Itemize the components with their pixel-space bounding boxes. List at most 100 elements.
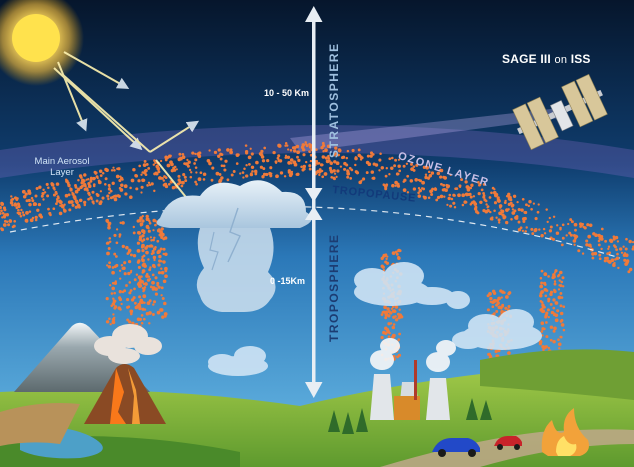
aerosol-particle [213, 150, 218, 155]
aerosol-particle [321, 141, 325, 145]
aerosol-particle [156, 250, 160, 255]
aerosol-particle [142, 317, 146, 321]
aerosol-particle [418, 179, 423, 183]
aerosol-particle [556, 274, 560, 278]
aerosol-particle [412, 187, 417, 191]
aerosol-particle [136, 241, 141, 245]
aerosol-particle [87, 197, 90, 201]
aerosol-particle [515, 216, 519, 220]
aerosol-particle [501, 213, 505, 217]
aerosol-particle [55, 182, 60, 186]
aerosol-particle [149, 266, 152, 269]
aerosol-particle [17, 208, 20, 212]
aerosol-particle [248, 163, 251, 166]
aerosol-particle [83, 203, 87, 207]
aerosol-particle [345, 163, 349, 167]
aerosol-particle [223, 168, 227, 172]
aerosol-particle [142, 294, 147, 299]
aerosol-particle [389, 322, 393, 325]
aerosol-particle [129, 186, 132, 190]
aerosol-particle [137, 179, 141, 183]
aerosol-particle [540, 269, 544, 273]
aerosol-particle [497, 301, 500, 305]
aerosol-particle [523, 211, 526, 214]
aerosol-particle [186, 164, 190, 168]
aerosol-particle [561, 285, 565, 288]
aerosol-particle [296, 155, 299, 159]
aerosol-particle [262, 167, 266, 171]
aerosol-particle [385, 257, 388, 261]
aerosol-particle [428, 175, 431, 179]
aerosol-particle [424, 173, 428, 177]
aerosol-particle [394, 315, 397, 318]
aerosol-particle [5, 220, 9, 224]
aerosol-particle [156, 239, 160, 243]
aerosol-particle [229, 150, 233, 155]
cloud-right-lower [452, 309, 542, 350]
aerosol-particle [360, 156, 364, 160]
aerosol-particle [522, 220, 526, 223]
aerosol-particle [194, 180, 197, 184]
aerosol-particle [135, 273, 139, 276]
aerosol-particle [625, 237, 628, 241]
aerosol-particle [488, 352, 491, 356]
aerosol-particle [87, 184, 92, 189]
aerosol-particle [156, 281, 160, 285]
aerosol-particle [199, 171, 203, 175]
aerosol-particle [490, 191, 493, 195]
aerosol-particle [132, 225, 136, 229]
aerosol-particle [543, 283, 547, 286]
aerosol-particle [27, 198, 31, 203]
aerosol-particle [327, 156, 331, 160]
aerosol-particle [391, 156, 394, 160]
aerosol-particle [277, 154, 281, 158]
aerosol-particle [42, 188, 45, 192]
aerosol-particle [558, 279, 561, 282]
aerosol-particle [547, 275, 550, 278]
aerosol-particle [521, 217, 526, 221]
aerosol-particle [286, 155, 291, 160]
aerosol-particle [95, 199, 99, 203]
aerosol-particle [113, 305, 118, 309]
aerosol-particle [140, 173, 143, 176]
aerosol-particle [206, 158, 211, 163]
aerosol-particle [382, 183, 386, 186]
aerosol-particle [493, 209, 496, 212]
aerosol-particle [148, 299, 152, 303]
aerosol-particle [28, 202, 32, 207]
aerosol-particle [110, 292, 114, 295]
aerosol-particle [38, 213, 43, 218]
aerosol-particle [284, 154, 288, 157]
aerosol-particle [158, 254, 162, 259]
aerosol-particle [530, 227, 534, 231]
aerosol-particle [0, 209, 3, 213]
aerosol-particle [553, 326, 557, 331]
aerosol-particle [89, 178, 93, 181]
aerosol-particle [123, 261, 127, 265]
aerosol-particle [0, 212, 2, 215]
aerosol-particle [405, 162, 409, 165]
aerosol-particle [607, 245, 611, 248]
aerosol-particle [507, 304, 511, 309]
aerosol-particle [505, 295, 509, 299]
aerosol-particle [460, 178, 464, 182]
aerosol-particle [625, 261, 629, 265]
aerosol-particle [354, 163, 357, 167]
aerosol-particle [466, 187, 471, 192]
aerosol-particle [134, 173, 138, 178]
aerosol-particle [118, 186, 122, 190]
aerosol-particle [128, 291, 132, 295]
aerosol-particle [43, 191, 47, 194]
aerosol-particle [113, 168, 116, 172]
aerosol-particle [615, 256, 620, 260]
aerosol-particle [324, 148, 328, 153]
aerosol-particle [161, 296, 165, 301]
aerosol-particle [492, 299, 496, 304]
aerosol-particle [554, 318, 559, 323]
aerosol-particle [275, 174, 279, 179]
aerosol-particle [384, 187, 388, 191]
aerosol-particle [333, 160, 337, 164]
power-plant-icon [370, 338, 456, 420]
aerosol-particle [113, 252, 117, 256]
aerosol-particle [326, 144, 331, 149]
